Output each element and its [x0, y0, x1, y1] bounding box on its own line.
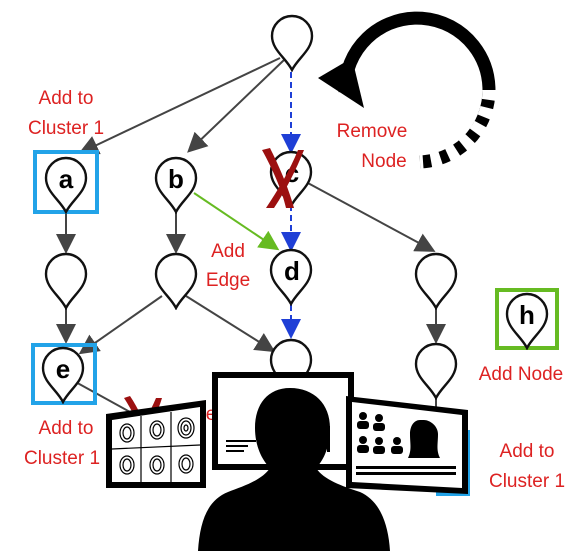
node-mid	[154, 252, 198, 310]
label-add-node: Add Node	[479, 364, 564, 385]
label-add-to-cluster-right-1: Add to	[500, 441, 555, 462]
node-left-mid	[44, 252, 88, 310]
edge-e-removed	[71, 379, 131, 413]
edge-mid-e	[78, 295, 163, 355]
node-right-mid	[414, 252, 458, 310]
person-silhouette-icon	[198, 388, 390, 551]
remove-cross-c	[262, 148, 304, 208]
label-remove-node-1: Remove	[337, 121, 408, 142]
node-e-letter: e	[56, 354, 70, 384]
edge-c-right	[305, 181, 436, 252]
cluster-box-e	[31, 343, 97, 405]
label-add-edge-1: Add	[211, 241, 245, 262]
circular-arrow-icon	[318, 11, 498, 170]
node-b-letter: b	[168, 164, 184, 194]
label-add-to-cluster-right-2: Cluster 1	[489, 471, 565, 492]
node-root	[270, 14, 314, 72]
mugshot-grid-icon	[346, 396, 468, 494]
node-right-low	[414, 342, 458, 400]
label-add-to-cluster-top-2: Cluster 1	[28, 118, 104, 139]
label-add-to-cluster-top-1: Add to	[39, 88, 94, 109]
edge-root-a	[78, 57, 281, 155]
fingerprint-grid-icon	[106, 400, 206, 488]
edge-b-d-added	[193, 192, 280, 251]
edge-root-b	[187, 59, 285, 153]
label-remove-node-2: Node	[361, 151, 406, 172]
label-add-to-cluster-left-2: Cluster 1	[24, 448, 100, 469]
label-add-edge-2: Edge	[206, 270, 250, 291]
edge-mid-right	[185, 295, 276, 353]
label-add-to-cluster-left-1: Add to	[39, 418, 94, 439]
node-a-letter: a	[59, 164, 74, 194]
node-h-letter: h	[519, 300, 535, 330]
node-d-letter: d	[284, 256, 300, 286]
